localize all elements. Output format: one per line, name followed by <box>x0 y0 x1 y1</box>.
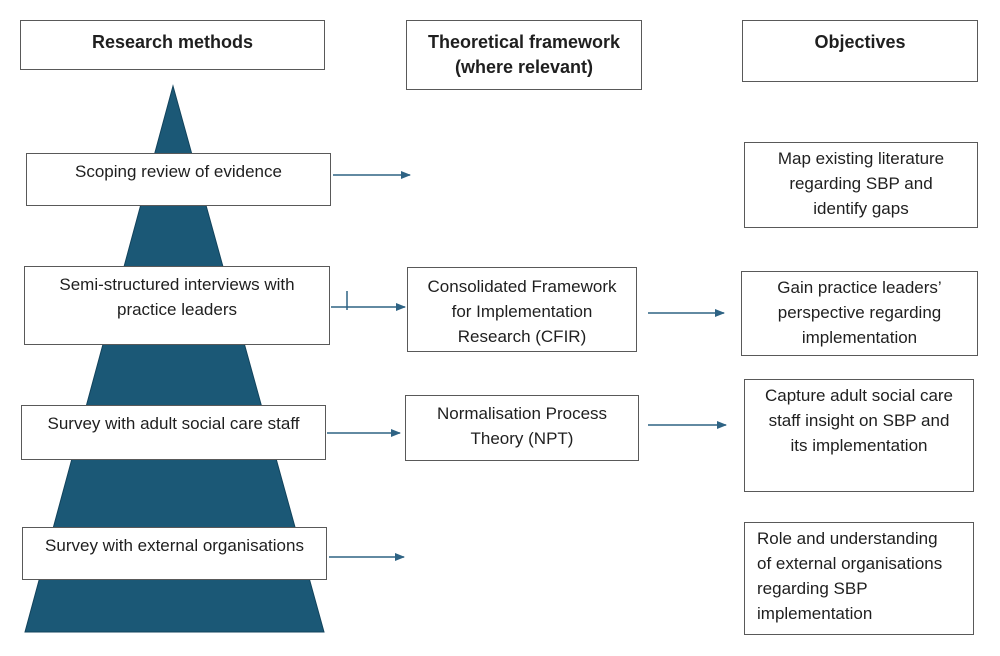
framework-npt: Normalisation Process Theory (NPT) <box>405 395 639 461</box>
method-survey-external: Survey with external organisations <box>22 527 327 580</box>
pyramid-shape <box>24 84 325 633</box>
framework-cfir: Consolidated Framework for Implementatio… <box>407 267 637 352</box>
objective-practice-leaders: Gain practice leaders’ perspective regar… <box>741 271 978 356</box>
method-semi-structured-interviews: Semi-structured interviews with practice… <box>24 266 330 345</box>
header-objectives: Objectives <box>742 20 978 82</box>
method-survey-staff: Survey with adult social care staff <box>21 405 326 460</box>
header-theoretical-framework: Theoretical framework (where relevant) <box>406 20 642 90</box>
header-research-methods: Research methods <box>20 20 325 70</box>
objective-staff-insight: Capture adult social care staff insight … <box>744 379 974 492</box>
objective-map-literature: Map existing literature regarding SBP an… <box>744 142 978 228</box>
method-scoping-review: Scoping review of evidence <box>26 153 331 206</box>
objective-external-organisations: Role and understanding of external organ… <box>744 522 974 635</box>
